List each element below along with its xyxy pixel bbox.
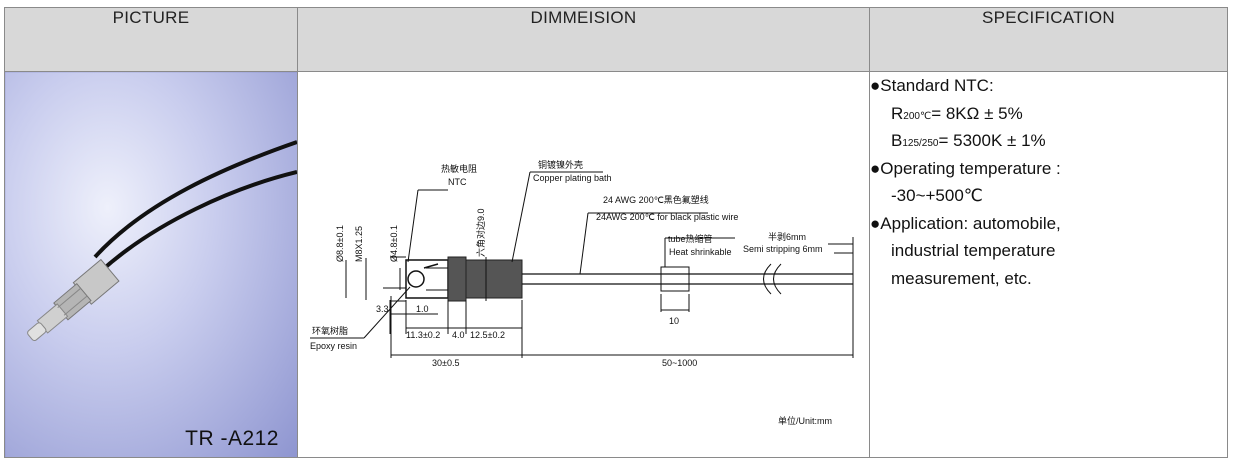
product-picture-cell: TR -A212 — [4, 71, 298, 458]
dim-d88: Ø8.8±0.1 — [335, 225, 345, 262]
spec-title-ntc: Standard NTC: — [880, 76, 994, 95]
unit-label: 单位/Unit:mm — [778, 415, 832, 426]
bullet-icon: ● — [870, 213, 881, 233]
dim-11-3: 11.3±0.2 — [406, 330, 440, 340]
bullet-icon: ● — [870, 76, 881, 95]
spec-table: PICTURE DIMMEISION SPECIFICATION TR -A21… — [4, 7, 1228, 458]
header-picture: PICTURE — [4, 7, 298, 72]
b-prefix: B — [891, 131, 903, 151]
spec-item-operating-temp: ●Operating temperature : — [870, 155, 1227, 183]
label-shell-en: Copper plating bath — [533, 173, 612, 183]
dim-30: 30±0.5 — [432, 358, 459, 368]
label-wire-en: 24AWG 200℃ for black plastic wire — [596, 212, 738, 222]
spec-resistance: R200℃= 8KΩ ± 5% — [870, 100, 1227, 128]
model-number: TR -A212 — [185, 427, 279, 450]
dim-tube-10: 10 — [669, 316, 679, 326]
dimension-drawing: 热敏电阻 NTC 铜镀镍外壳 Copper plating bath 24 AW… — [310, 159, 854, 426]
bullet-icon: ● — [870, 158, 881, 178]
specification-cell: ●Standard NTC: R200℃= 8KΩ ± 5% B125/250=… — [869, 71, 1228, 458]
b-value: = 5300K ± 1% — [938, 131, 1046, 151]
dim-4-0: 4.0 — [452, 330, 465, 340]
label-resin-cn: 环氧树脂 — [312, 325, 348, 336]
r-prefix: R — [891, 103, 904, 123]
spec-title-temp: Operating temperature : — [880, 158, 1061, 178]
label-shell-cn: 铜镀镍外壳 — [538, 159, 583, 170]
label-strip-en: Semi stripping 6mm — [743, 244, 823, 254]
label-thermistor-en: NTC — [448, 177, 467, 187]
b-subscript: 125/250 — [902, 138, 939, 150]
r-subscript: 200℃ — [903, 110, 932, 122]
label-resin-en: Epoxy resin — [310, 341, 357, 351]
spec-item-standard-ntc: ●Standard NTC: — [870, 72, 1227, 100]
dim-1-0: 1.0 — [416, 304, 429, 314]
label-wire-cn: 24 AWG 200℃黑色氟塑线 — [603, 194, 709, 205]
spec-item-application: ●Application: automobile, — [870, 210, 1227, 238]
spec-title-application: Application: automobile, — [880, 213, 1061, 233]
dim-3-3: 3.3 — [376, 304, 389, 314]
dim-12-5: 12.5±0.2 — [470, 330, 505, 340]
dim-50-1000: 50~1000 — [662, 358, 697, 368]
label-tube-cn: tube热缩管 — [668, 233, 713, 244]
spec-application-line3: measurement, etc. — [891, 268, 1032, 288]
label-thermistor-cn: 热敏电阻 — [441, 163, 477, 174]
product-spec-table: PICTURE DIMMEISION SPECIFICATION TR -A21… — [4, 7, 1228, 458]
header-dimension: DIMMEISION — [297, 7, 870, 72]
sensor-photo — [27, 140, 297, 342]
label-strip-cn: 半剥6mm — [768, 231, 806, 242]
r-value: = 8KΩ ± 5% — [931, 103, 1023, 123]
dim-m8: M8X1.25 — [354, 226, 364, 262]
spec-b-value: B125/250= 5300K ± 1% — [870, 127, 1227, 155]
spec-temp-range: -30~+500℃ — [891, 186, 983, 206]
dim-d48: Ø4.8±0.1 — [389, 225, 399, 262]
dim-hex: 六角对边9.0 — [475, 208, 486, 257]
dimension-drawing-cell: 热敏电阻 NTC 铜镀镍外壳 Copper plating bath 24 AW… — [297, 71, 870, 458]
label-tube-en: Heat shrinkable — [669, 247, 732, 257]
header-specification: SPECIFICATION — [869, 7, 1228, 72]
spec-application-line2: industrial temperature — [891, 241, 1056, 261]
